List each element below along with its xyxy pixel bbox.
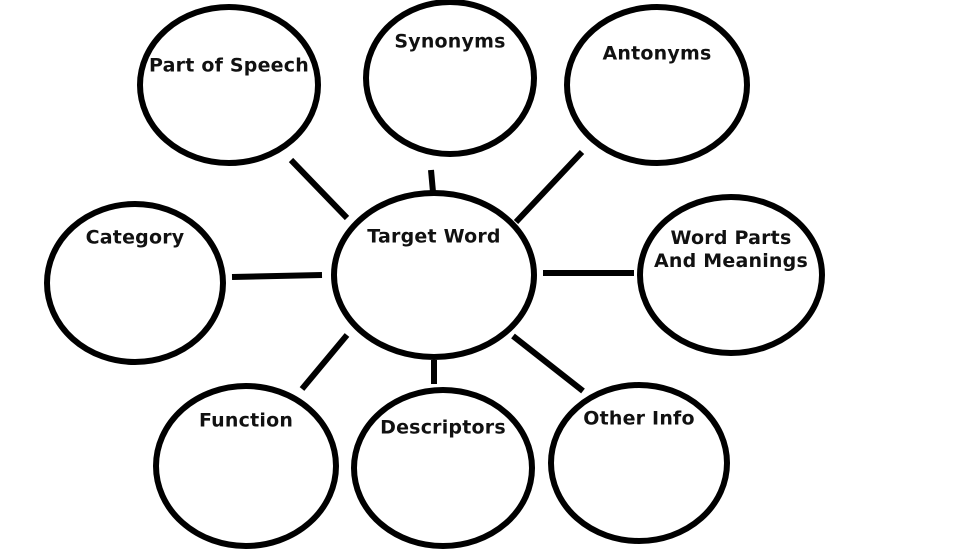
node-other-info-shape[interactable] bbox=[548, 382, 730, 544]
node-category[interactable]: Category bbox=[44, 201, 226, 365]
node-layer: Part of Speech Synonyms Antonyms Categor… bbox=[44, 0, 825, 549]
node-target-word-shape[interactable] bbox=[331, 190, 537, 360]
node-function-shape[interactable] bbox=[153, 383, 339, 549]
connector-function bbox=[299, 333, 350, 391]
node-synonyms-label: Synonyms bbox=[394, 31, 505, 53]
node-part-of-speech-label: Part of Speech bbox=[149, 55, 309, 77]
node-synonyms-shape[interactable] bbox=[363, 0, 537, 157]
node-descriptors-shape[interactable] bbox=[351, 387, 535, 549]
node-category-label: Category bbox=[86, 227, 185, 249]
node-category-shape[interactable] bbox=[44, 201, 226, 365]
node-antonyms[interactable]: Antonyms bbox=[564, 4, 750, 166]
node-other-info-label: Other Info bbox=[583, 408, 695, 430]
connector-category bbox=[231, 272, 323, 280]
node-word-parts-and-meanings-shape[interactable] bbox=[637, 194, 825, 356]
node-antonyms-shape[interactable] bbox=[564, 4, 750, 166]
node-part-of-speech-shape[interactable] bbox=[137, 4, 321, 166]
connector-other-info bbox=[511, 333, 585, 394]
connector-antonyms bbox=[513, 149, 585, 225]
node-other-info[interactable]: Other Info bbox=[548, 382, 730, 544]
connector-part-of-speech bbox=[288, 157, 350, 221]
node-function-label: Function bbox=[199, 410, 293, 432]
node-part-of-speech[interactable]: Part of Speech bbox=[137, 4, 321, 166]
node-descriptors-label: Descriptors bbox=[380, 417, 506, 439]
node-target-word-label: Target Word bbox=[367, 226, 500, 248]
connector-layer bbox=[231, 149, 634, 394]
node-synonyms[interactable]: Synonyms bbox=[363, 0, 537, 157]
node-target-word[interactable]: Target Word bbox=[331, 190, 537, 360]
connector-synonyms bbox=[428, 169, 436, 193]
node-antonyms-label: Antonyms bbox=[603, 43, 712, 65]
node-descriptors[interactable]: Descriptors bbox=[351, 387, 535, 549]
node-function[interactable]: Function bbox=[153, 383, 339, 549]
